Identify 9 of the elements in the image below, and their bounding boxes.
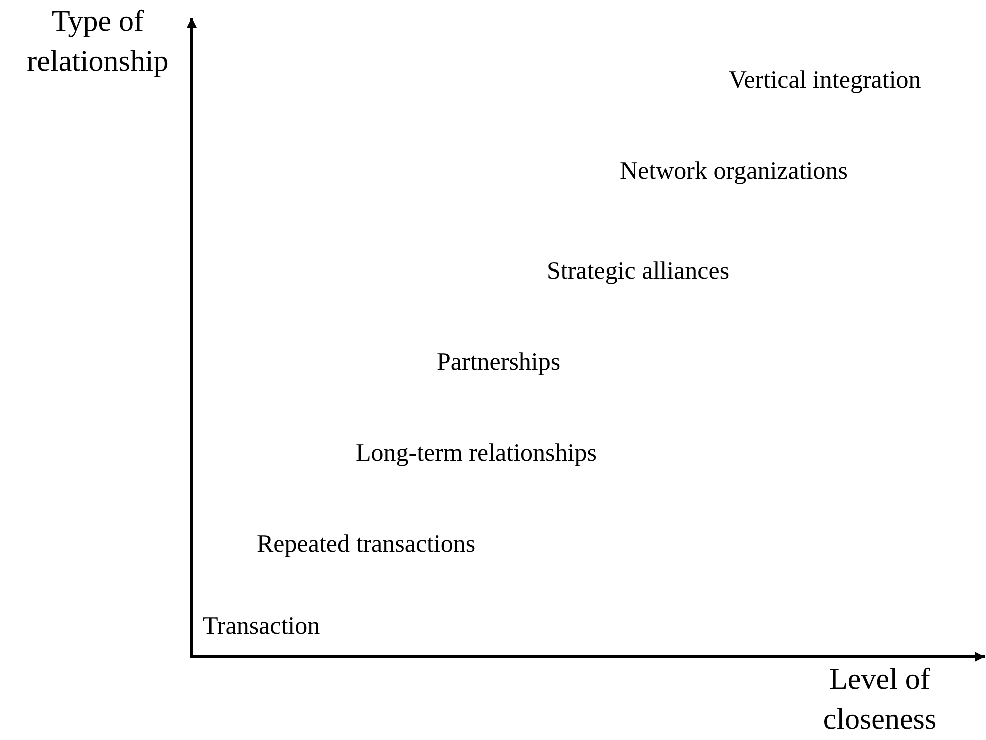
- relationship-label: Long-term relationships: [356, 439, 597, 469]
- axis-title: Level of closeness: [822, 662, 938, 738]
- relationship-label: Strategic alliances: [547, 257, 730, 287]
- relationship-label: Network organizations: [620, 157, 848, 187]
- axis-title: Type of relationship: [26, 4, 170, 80]
- relationship-label: Partnerships: [437, 348, 561, 378]
- relationship-label: Transaction: [203, 612, 320, 642]
- relationship-label: Vertical integration: [729, 66, 922, 96]
- relationship-label: Repeated transactions: [257, 530, 476, 560]
